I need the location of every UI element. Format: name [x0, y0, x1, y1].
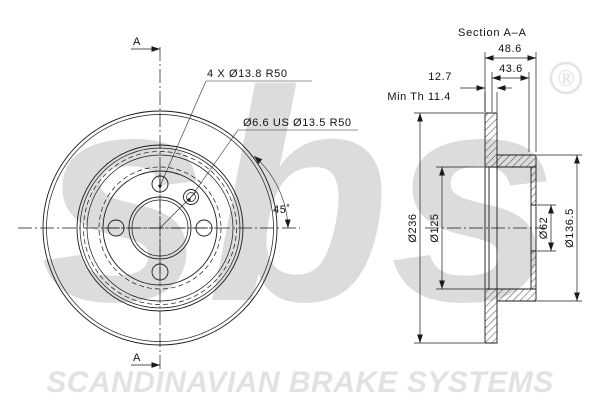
section-view-title: Section A–A [458, 27, 527, 39]
hub-cylinder-section-top [530, 166, 537, 206]
small-hole-outer [183, 189, 199, 205]
dimension-disc-thickness-label: 12.7 [428, 71, 452, 83]
registered-mark-glyph: ® [557, 66, 574, 91]
front-view: 45˚ A A 4 X Ø13.8 R50 [18, 36, 358, 378]
friction-band-hidden-outer [83, 151, 237, 305]
callout-small-hole-label: Ø6.6 US Ø13.5 R50 [243, 117, 352, 129]
friction-ring-section-bottom [484, 288, 498, 344]
callout-bolt-holes-dot [158, 184, 162, 188]
small-hole-45deg [159, 189, 199, 229]
angle-indicator-45: 45˚ [253, 155, 291, 229]
dimension-outer-diameter-label: Ø236 [407, 213, 419, 242]
section-marker-top: A [131, 36, 160, 52]
dimension-min-thickness-label: Min Th 11.4 [387, 91, 451, 103]
friction-band-outer-2 [79, 147, 241, 309]
section-marker-top-label: A [133, 36, 141, 48]
callout-small-hole-dot [187, 198, 191, 202]
angle-label: 45˚ [273, 204, 291, 216]
callout-small-hole: Ø6.6 US Ø13.5 R50 [187, 117, 358, 202]
small-hole-radius-line [159, 191, 197, 229]
callout-bolt-holes-label: 4 X Ø13.8 R50 [207, 68, 288, 80]
registered-mark-watermark: ® [549, 61, 583, 95]
friction-band-outer [76, 144, 244, 312]
friction-band-step [86, 154, 234, 302]
hub-web-section-top [496, 154, 537, 168]
dimension-hub-diameter: Ø136.5 [537, 154, 582, 302]
section-outlines [484, 167, 537, 289]
dimension-disc-thickness: 12.7 [428, 71, 512, 112]
section-marker-bottom: A [131, 352, 160, 368]
callout-bolt-holes-leader [159, 80, 312, 187]
dimension-inner-diameter: Ø125 [429, 166, 484, 290]
disc-outer-edge-inner [46, 114, 274, 342]
hub-flange-edge [102, 170, 218, 286]
sbs-logo-text: sbs [40, 28, 557, 364]
footer-brand-text: SCANDINAVIAN BRAKE SYSTEMS [46, 366, 554, 399]
small-hole-inner [186, 192, 196, 202]
dimension-hub-offset-label: 43.6 [499, 63, 523, 75]
callout-small-hole-leader [188, 129, 358, 201]
dimension-outer-diameter: Ø236 [407, 112, 484, 344]
section-view: Section A–A [387, 27, 582, 344]
hub-cylinder-section-bottom [530, 250, 537, 290]
angle-arc [253, 155, 291, 229]
sbs-logo-watermark: sbs [40, 28, 557, 364]
hub-web-section-bottom [496, 288, 537, 302]
dimension-hub-offset: 43.6 [491, 63, 530, 152]
dimension-centre-bore: Ø62 [537, 204, 556, 252]
disc-outer-edge [42, 110, 278, 346]
dimension-centre-bore-label: Ø62 [538, 217, 550, 240]
dimension-overall-width-label: 48.6 [498, 43, 522, 55]
friction-ring-section-top [484, 112, 498, 168]
dimension-inner-diameter-label: Ø125 [429, 213, 441, 242]
callout-bolt-holes: 4 X Ø13.8 R50 [158, 68, 312, 188]
section-marker-bottom-label: A [133, 352, 141, 364]
dimension-hub-diameter-label: Ø136.5 [564, 208, 576, 248]
friction-band-hidden-inner [98, 166, 222, 290]
